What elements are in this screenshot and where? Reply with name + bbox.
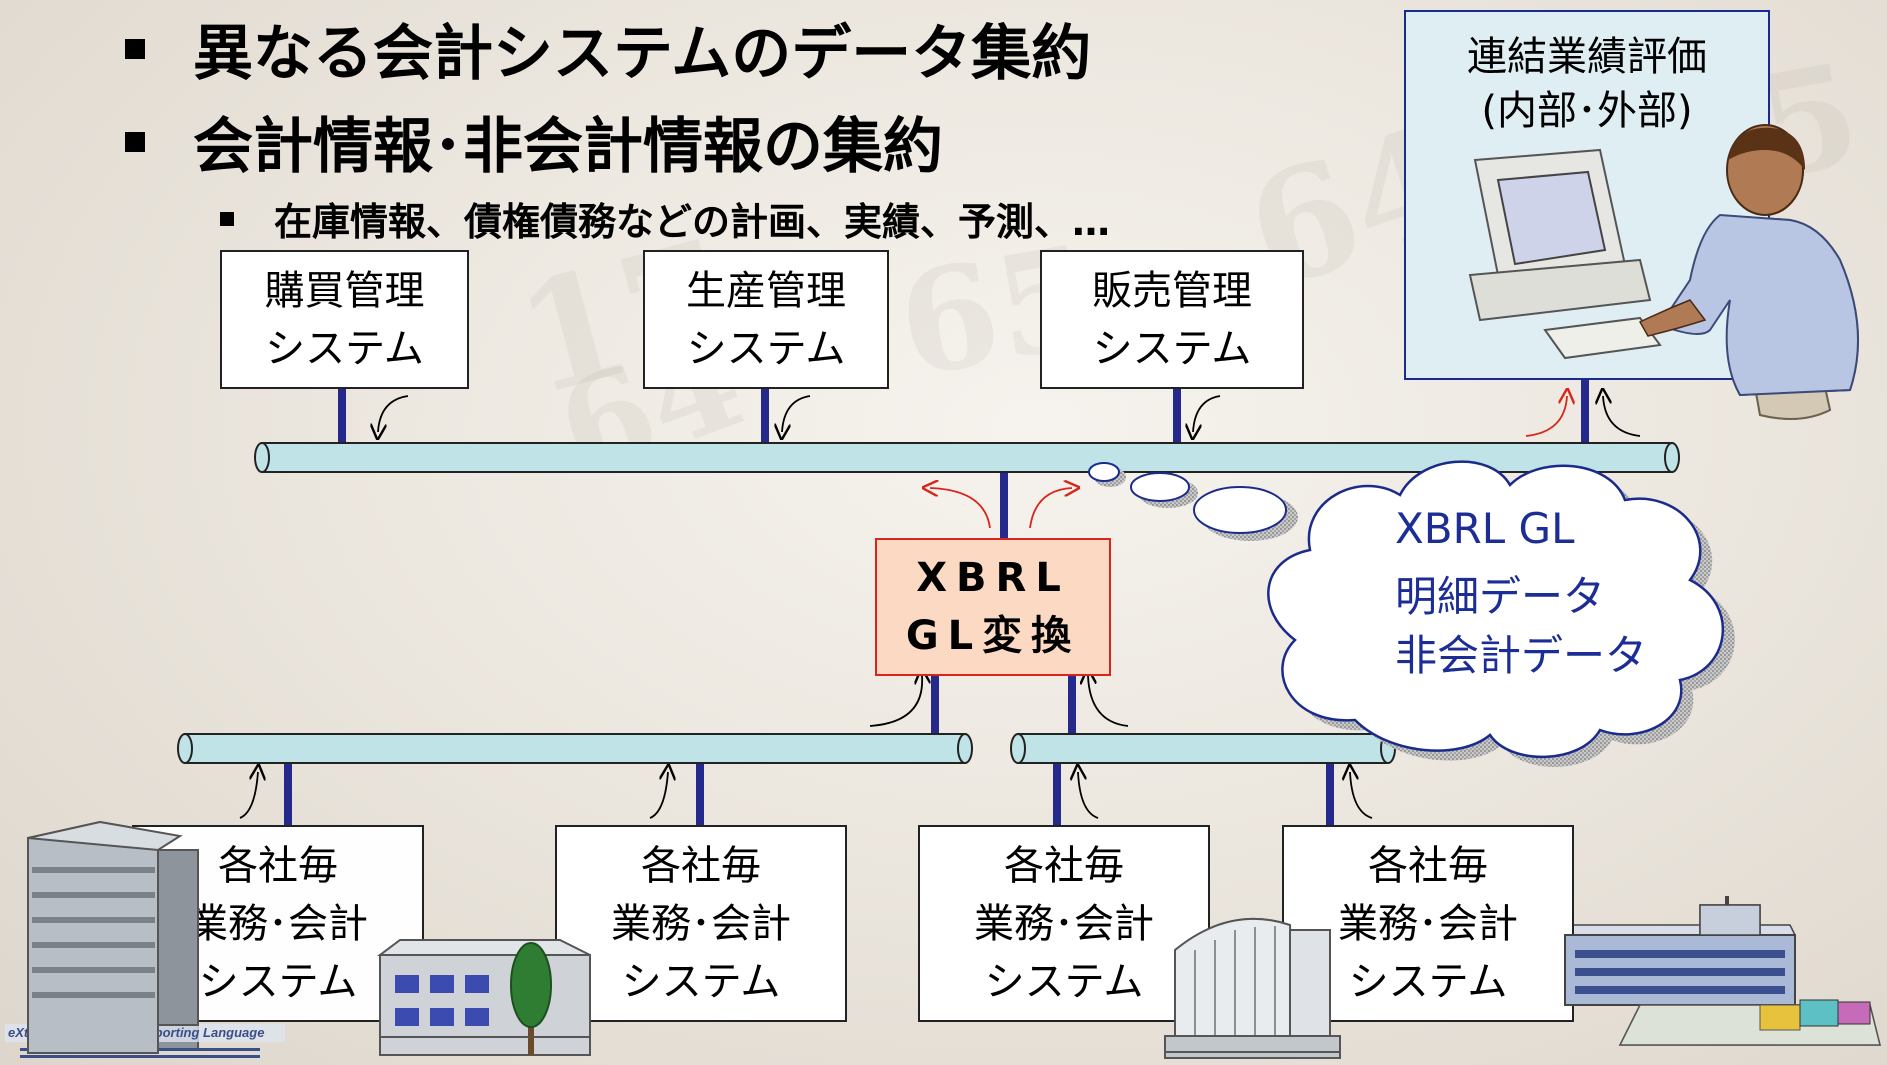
sales-system-box: 販売管理 システム (1040, 250, 1304, 389)
box-label-line2: 業務･会計 (188, 900, 368, 947)
box-label-line1: 販売管理 (1092, 267, 1252, 314)
bottom-left-data-bus (177, 733, 973, 764)
cloud-label-xbrl-gl: XBRL GL (1395, 504, 1575, 553)
xbrl-logo-text: eXtensible Business Reporting Language (8, 1025, 264, 1040)
bullet-item-2: 会計情報･非会計情報の集約 (125, 98, 943, 185)
bullet-marker (220, 211, 234, 226)
box-label-line3: システム (1348, 958, 1508, 1005)
cloud-label-detail-data: 明細データ (1395, 572, 1606, 621)
box-label-line1: 各社毎 (1368, 842, 1488, 889)
bottom-right-data-bus (1010, 733, 1396, 764)
company-system-box-3: 各社毎 業務･会計 システム (918, 825, 1210, 1022)
top-data-bus (254, 442, 1680, 473)
production-system-box: 生産管理 システム (643, 250, 889, 389)
eval-title: 連結業績評価 (1467, 34, 1707, 80)
xbrl-label-line1: XBRL (916, 555, 1070, 601)
box-label-line1: 生産管理 (686, 267, 846, 314)
box-label-line2: システム (1092, 325, 1252, 372)
bullet-marker (125, 131, 145, 152)
bullet-text: 在庫情報、債権債務などの計画、実績、予測、… (274, 200, 1111, 244)
company-system-box-4: 各社毎 業務･会計 システム (1282, 825, 1574, 1022)
xbrl-label-line2: GL変換 (905, 613, 1081, 659)
red-flow-arrows (930, 396, 1567, 529)
xbrl-gl-conversion-box: XBRL GL変換 (875, 538, 1111, 676)
bullet-text: 会計情報･非会計情報の集約 (193, 112, 943, 182)
sub-bullet-item: 在庫情報、債権債務などの計画、実績、予測、… (220, 191, 1110, 246)
box-label-line2: システム (265, 325, 424, 372)
bullet-marker (125, 38, 145, 59)
box-label-line1: 各社毎 (1004, 842, 1124, 889)
box-label-line2: 業務･会計 (1338, 900, 1518, 947)
bullet-item-1: 異なる会計システムのデータ集約 (125, 5, 1091, 92)
box-label-line1: 各社毎 (641, 842, 761, 889)
flow-arrows (239, 396, 1641, 819)
eval-subtitle: (内部･外部) (1481, 88, 1693, 134)
box-label-line3: システム (621, 958, 781, 1005)
box-label-line1: 各社毎 (218, 842, 338, 889)
bullet-text: 異なる会計システムのデータ集約 (193, 19, 1092, 89)
consolidated-evaluation-panel: 連結業績評価 (内部･外部) (1404, 10, 1770, 380)
box-label-line3: システム (984, 958, 1144, 1005)
factory-warehouse-illustration (1563, 896, 1881, 1046)
cloud-label-non-accounting-data: 非会計データ (1395, 631, 1648, 680)
box-label-line2: システム (686, 325, 846, 372)
box-label-line3: システム (198, 958, 358, 1005)
purchasing-system-box: 購買管理 システム (220, 250, 469, 389)
box-label-line2: 業務･会計 (974, 900, 1154, 947)
box-label-line2: 業務･会計 (611, 900, 791, 947)
company-system-box-2: 各社毎 業務･会計 システム (555, 825, 847, 1022)
top-connectors (284, 376, 1589, 825)
box-label-line1: 購買管理 (264, 267, 425, 314)
company-system-box-1: 各社毎 業務･会計 システム (132, 825, 424, 1022)
thought-cloud (1088, 460, 1735, 767)
